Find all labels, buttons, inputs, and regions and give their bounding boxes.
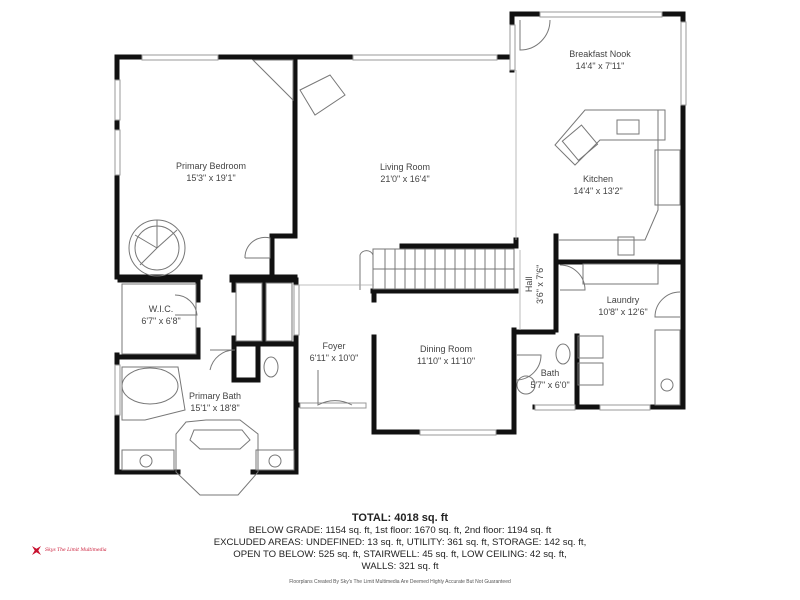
- area-summary: TOTAL: 4018 sq. ft BELOW GRADE: 1154 sq.…: [0, 512, 800, 586]
- room-bath: Bath 5'7" x 6'0": [530, 367, 569, 391]
- room-dimensions: 6'7" x 6'8": [141, 316, 181, 326]
- total-area: TOTAL: 4018 sq. ft: [351, 512, 449, 524]
- room-dimensions: 6'11" x 10'0": [309, 353, 359, 363]
- room-foyer: Foyer 6'11" x 10'0": [310, 340, 359, 364]
- summary-line: BELOW GRADE: 1154 sq. ft, 1st floor: 167…: [248, 525, 552, 536]
- room-dimensions: 21'0" x 16'4": [380, 174, 430, 184]
- room-name: Living Room: [379, 162, 431, 172]
- room-dimensions: 15'3" x 19'1": [186, 173, 236, 183]
- summary-line: EXCLUDED AREAS: UNDEFINED: 13 sq. ft, UT…: [213, 537, 587, 548]
- room-dimensions: 14'4" x 13'2": [573, 186, 623, 196]
- company-logo: Skys The Limit Multimedia: [32, 546, 107, 555]
- logo-text: Skys The Limit Multimedia: [45, 548, 107, 553]
- logo-x-icon: [32, 546, 41, 555]
- room-dimensions: 10'8" x 12'6": [598, 307, 648, 317]
- room-dimensions: 15'1" x 18'8": [190, 403, 240, 413]
- room-dimensions: 14'4" x 7'11": [575, 61, 625, 71]
- room-living-room: Living Room 21'0" x 16'4": [380, 161, 430, 185]
- disclaimer: Floorplans Created By Sky's The Limit Mu…: [289, 579, 511, 585]
- floor-plan: [114, 11, 687, 496]
- open-walls: [298, 70, 521, 330]
- room-primary-bedroom: Primary Bedroom 15'3" x 19'1": [176, 160, 246, 184]
- room-name: Primary Bath: [188, 391, 242, 401]
- windows: [114, 11, 687, 436]
- room-laundry: Laundry 10'8" x 12'6": [598, 294, 647, 318]
- room-name: Foyer: [322, 341, 346, 351]
- room-dimensions: 3'6" x 7'6": [535, 264, 545, 304]
- room-name: Kitchen: [582, 174, 614, 184]
- room-name: W.I.C.: [148, 304, 174, 314]
- room-dimensions: 11'10" x 11'10": [416, 356, 476, 366]
- room-hall: Hall 3'6" x 7'6": [524, 265, 546, 304]
- room-wic: W.I.C. 6'7" x 6'8": [141, 303, 180, 327]
- room-primary-bath: Primary Bath 15'1" x 18'8": [189, 390, 241, 414]
- room-dining-room: Dining Room 11'10" x 11'10": [417, 343, 475, 367]
- room-name: Laundry: [606, 295, 640, 305]
- room-name: Breakfast Nook: [569, 49, 631, 59]
- summary-line: WALLS: 321 sq. ft: [361, 561, 439, 572]
- room-name: Primary Bedroom: [175, 161, 247, 171]
- room-name: Bath: [540, 368, 560, 378]
- room-kitchen: Kitchen 14'4" x 13'2": [573, 173, 622, 197]
- room-name: Dining Room: [419, 344, 473, 354]
- summary-line: OPEN TO BELOW: 525 sq. ft, STAIRWELL: 45…: [233, 549, 567, 560]
- room-breakfast-nook: Breakfast Nook 14'4" x 7'11": [569, 48, 631, 72]
- room-name: Hall: [524, 276, 534, 293]
- fixtures: [121, 19, 681, 496]
- room-dimensions: 5'7" x 6'0": [530, 380, 570, 390]
